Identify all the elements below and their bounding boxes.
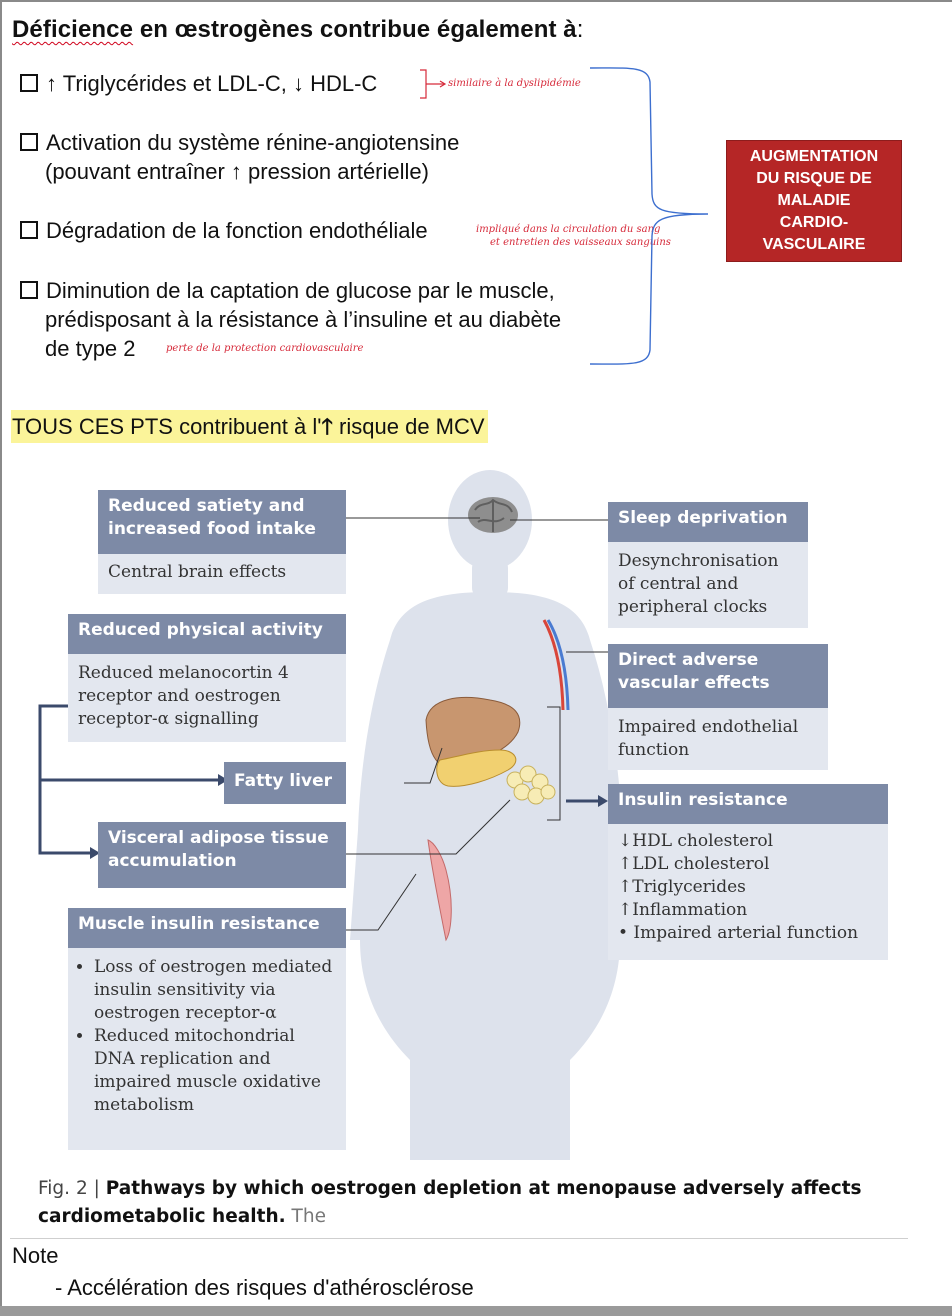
fatty-liver-panel: Fatty liver — [224, 762, 346, 804]
risk-box-line: CARDIO- — [779, 214, 849, 231]
satiety-title-line: increased food intake — [108, 519, 316, 539]
insulin-item: ↑Inflammation — [618, 900, 748, 920]
figure: Reduced satiety and increased food intak… — [10, 470, 940, 1210]
satiety-panel-title: Reduced satiety and increased food intak… — [98, 490, 346, 554]
bullet-2-line2: (pouvant entraîner ↑ pression artérielle… — [45, 159, 429, 184]
heading-rest: en œstrogènes contribue également à — [133, 16, 577, 43]
vascular-title-line: vascular effects — [618, 673, 770, 693]
checkbox-icon — [20, 221, 38, 239]
caption-tail: The — [285, 1206, 326, 1227]
connector-lines — [346, 517, 608, 931]
muscle-item: Reduced mitochondrial DNA replication an… — [94, 1025, 336, 1117]
insulin-item: ↑Triglycerides — [618, 877, 746, 897]
brace-icon — [590, 67, 709, 365]
insulin-item: ↓HDL cholesterol — [618, 831, 774, 851]
visceral-title-line: Visceral adipose tissue — [108, 828, 329, 848]
risk-box-line: DU RISQUE DE — [756, 170, 872, 187]
artery-icon — [542, 619, 565, 711]
figure-caption: Fig. 2 | Pathways by which oestrogen dep… — [38, 1175, 918, 1231]
activity-body-line: receptor and oestrogen — [78, 686, 281, 706]
sleep-panel-title: Sleep deprivation — [608, 502, 808, 542]
caption-bold: Pathways by which oestrogen depletion at… — [38, 1178, 862, 1227]
vascular-body-line: Impaired endothelial — [618, 717, 799, 737]
checkbox-icon — [20, 281, 38, 299]
adipose-icon — [506, 765, 556, 805]
bottom-bar — [0, 1306, 952, 1316]
note-item: - Accélération des risques d'athérosclér… — [55, 1275, 474, 1300]
bullet-4-line3: de type 2 — [45, 336, 136, 361]
pancreas-icon — [436, 749, 517, 787]
bullet-3-text: Dégradation de la fonction endothéliale — [46, 218, 428, 243]
insulin-item: ↑LDL cholesterol — [618, 854, 770, 874]
bullet-1: ↑ Triglycérides et LDL-C, ↓ HDL-C — [20, 69, 377, 98]
arrow-heads — [90, 774, 608, 859]
bullet-3: Dégradation de la fonction endothéliale — [20, 216, 428, 245]
bullet-2-line1: Activation du système rénine-angiotensin… — [46, 130, 460, 155]
sleep-body-line: Desynchronisation — [618, 551, 779, 571]
activity-panel-body: Reduced melanocortin 4 receptor and oest… — [68, 654, 346, 742]
insulin-panel-title: Insulin resistance — [608, 784, 888, 824]
vein-icon — [546, 619, 570, 711]
activity-body-line: Reduced melanocortin 4 — [78, 663, 289, 683]
risk-box: AUGMENTATION DU RISQUE DE MALADIE CARDIO… — [726, 140, 902, 262]
muscle-panel-title: Muscle insulin resistance — [68, 908, 346, 948]
sleep-panel-body: Desynchronisation of central and periphe… — [608, 542, 808, 628]
activity-body-line: receptor-α signalling — [78, 709, 259, 729]
bullet-3-note-2: et entretien des vaisseaux sanguins — [490, 237, 671, 248]
vascular-panel-title: Direct adverse vascular effects — [608, 644, 828, 708]
satiety-panel-body: Central brain effects — [98, 554, 346, 594]
bullet-4-note: perte de la protection cardiovasculaire — [166, 343, 364, 354]
summary-text-before: TOUS CES PTS contribuent à l' — [12, 414, 322, 439]
insulin-item: • Impaired arterial function — [618, 923, 859, 943]
vascular-title-line: Direct adverse — [618, 650, 759, 670]
bullet-2: Activation du système rénine-angiotensin… — [20, 128, 459, 186]
vascular-body-line: function — [618, 740, 690, 760]
brain-icon — [468, 497, 518, 533]
bullet-4-line2: prédisposant à la résistance à l’insulin… — [45, 307, 562, 332]
bracket-icon — [420, 69, 447, 99]
divider — [10, 1238, 908, 1239]
section-heading: Déficience en œstrogènes contribue égale… — [12, 16, 584, 44]
vascular-panel-body: Impaired endothelial function — [608, 708, 828, 770]
risk-box-line: MALADIE — [777, 192, 851, 209]
highlighted-summary: TOUS CES PTS contribuent à l'🡑 risque de… — [11, 410, 488, 443]
checkbox-icon — [20, 74, 38, 92]
muscle-item: Loss of oestrogen mediated insulin sensi… — [94, 956, 336, 1025]
bullet-4-line1: Diminution de la captation de glucose pa… — [46, 278, 555, 303]
checkbox-icon — [20, 133, 38, 151]
risk-box-line: AUGMENTATION — [749, 148, 879, 165]
activity-panel-title: Reduced physical activity — [68, 614, 346, 654]
muscle-icon — [427, 839, 452, 942]
muscle-panel-body: Loss of oestrogen mediated insulin sensi… — [68, 948, 346, 1150]
heading-colon: : — [576, 16, 584, 43]
satiety-title-line: Reduced satiety and — [108, 496, 305, 516]
flow-arrows — [38, 704, 598, 855]
body-silhouette — [350, 470, 630, 1160]
bullet-1-note: similaire à la dyslipidémie — [448, 78, 581, 89]
bullet-4: Diminution de la captation de glucose pa… — [20, 276, 561, 363]
visceral-title-line: accumulation — [108, 851, 237, 871]
sleep-body-line: of central and — [618, 574, 739, 594]
caption-label: Fig. 2 | — [38, 1178, 100, 1199]
risk-box-line: VASCULAIRE — [762, 236, 866, 253]
up-arrow-icon: 🡑 — [321, 414, 333, 439]
heading-underlined-word: Déficience — [12, 16, 134, 43]
note-title: Note — [12, 1243, 59, 1268]
visceral-panel: Visceral adipose tissue accumulation — [98, 822, 346, 888]
sleep-body-line: peripheral clocks — [618, 597, 768, 617]
bullet-3-note-1: impliqué dans la circulation du sang — [476, 224, 661, 235]
insulin-panel-body: ↓HDL cholesterol ↑LDL cholesterol ↑Trigl… — [608, 824, 888, 960]
summary-text-after: risque de MCV — [332, 414, 485, 439]
bullet-1-text: ↑ Triglycérides et LDL-C, ↓ HDL-C — [46, 71, 378, 96]
